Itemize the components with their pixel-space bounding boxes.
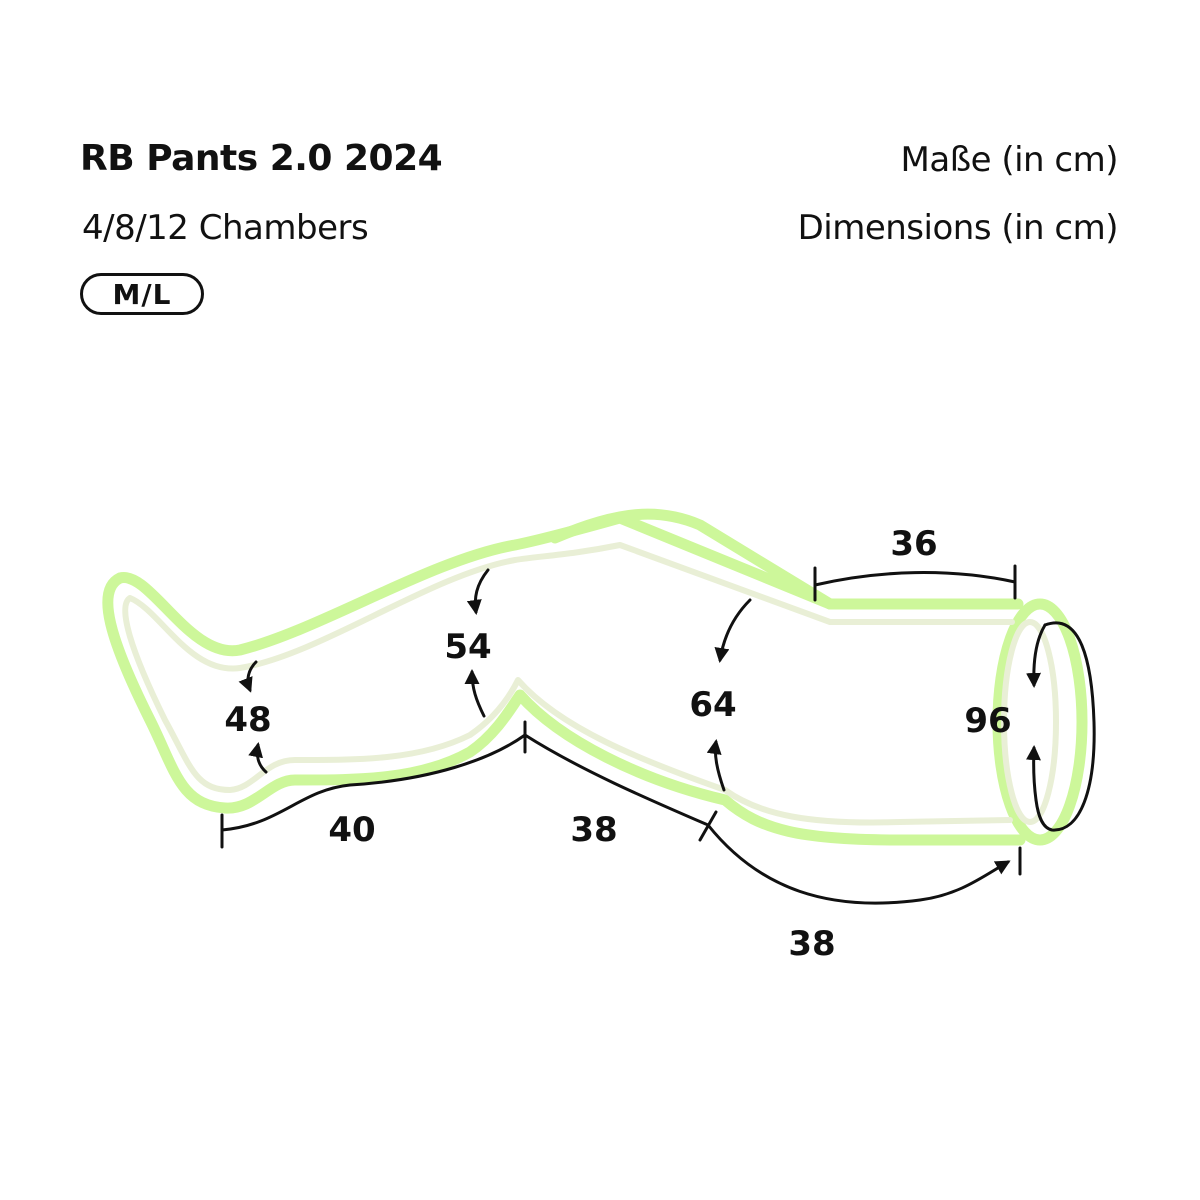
thigh-arrow-top: [714, 598, 752, 663]
top-circ-arrow-head-top: [1026, 623, 1047, 688]
calf-arrow-bottom: [464, 669, 486, 718]
top-width-label: 36: [890, 524, 937, 564]
top-circ-arrow-head-bottom: [1025, 745, 1041, 802]
thigh-circumference-label: 64: [689, 685, 736, 725]
top-width-line: [813, 571, 1017, 587]
chambers-subtitle: 4/8/12 Chambers: [82, 208, 369, 248]
ankle-circumference-label: 48: [224, 700, 271, 740]
top-circumference-label: 96: [964, 701, 1011, 741]
foot-to-knee-label: 40: [328, 810, 375, 850]
leg-outline-inner: [122, 542, 1059, 826]
ankle-arrow-top: [238, 660, 258, 693]
thigh-top-line: [706, 823, 1011, 905]
calf-arrow-top: [466, 568, 490, 615]
product-title: RB Pants 2.0 2024: [80, 138, 443, 179]
calf-circumference-label: 54: [444, 627, 491, 667]
units-label-german: Maße (in cm): [900, 140, 1119, 180]
knee-thigh-line: [523, 733, 710, 827]
foot-knee-line: [220, 733, 527, 832]
units-label-english: Dimensions (in cm): [797, 208, 1119, 248]
leg-outline-outer: [102, 508, 1088, 846]
thigh-to-top-label: 38: [788, 924, 835, 964]
thigh-arrow-bottom: [706, 739, 726, 792]
dimension-lines: [220, 564, 1096, 905]
top-circ-arrow-top: [1034, 621, 1096, 832]
size-badge: M/L: [80, 273, 204, 315]
ankle-arrow-bottom: [248, 742, 268, 774]
knee-to-thigh-label: 38: [570, 810, 617, 850]
